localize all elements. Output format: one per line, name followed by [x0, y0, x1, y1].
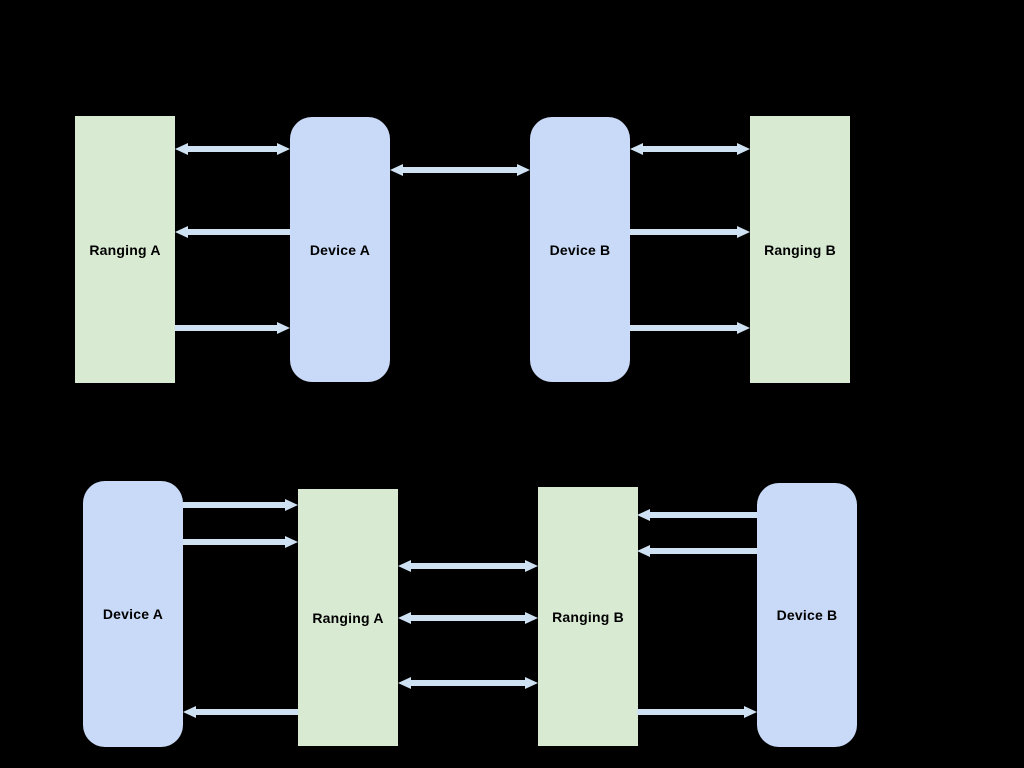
box-bottom-ranging-b: Ranging B — [538, 487, 638, 746]
box-label-top-ranging-b: Ranging B — [764, 241, 836, 258]
box-top-device-a: Device A — [290, 117, 390, 382]
box-bottom-ranging-a: Ranging A — [298, 489, 398, 746]
box-label-top-ranging-a: Ranging A — [89, 241, 161, 258]
box-top-device-b: Device B — [530, 117, 630, 382]
box-top-ranging-b: Ranging B — [750, 116, 850, 383]
box-bottom-device-b: Device B — [757, 483, 857, 747]
box-top-ranging-a: Ranging A — [75, 116, 175, 383]
box-label-top-device-a: Device A — [309, 241, 371, 258]
box-label-bottom-ranging-a: Ranging A — [312, 609, 384, 626]
box-label-bottom-ranging-b: Ranging B — [552, 608, 624, 625]
box-label-bottom-device-b: Device B — [776, 607, 838, 623]
box-bottom-device-a: Device A — [83, 481, 183, 747]
box-label-bottom-device-a: Device A — [102, 606, 164, 622]
box-label-top-device-b: Device B — [549, 241, 611, 258]
